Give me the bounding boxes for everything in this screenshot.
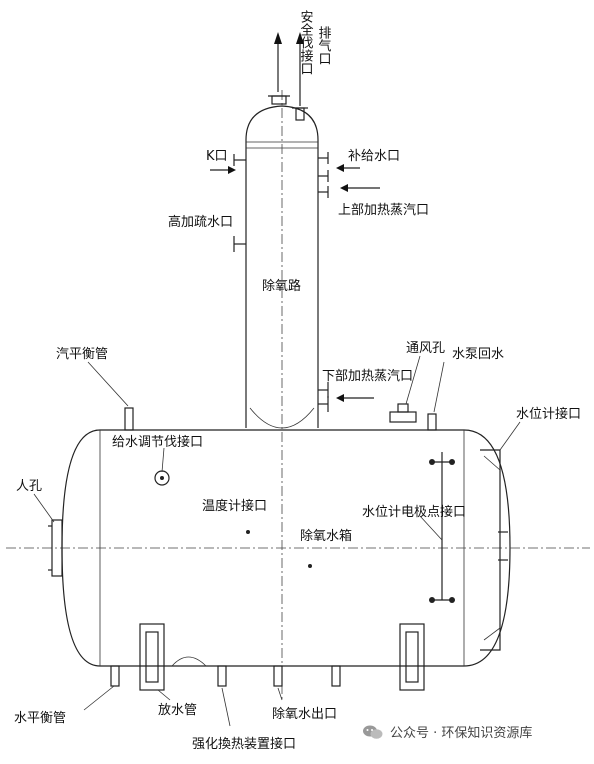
label-steam-balance: 汽平衡管 xyxy=(56,347,108,362)
label-electrode: 水位计电极点接口 xyxy=(362,504,466,520)
water-tank xyxy=(6,403,590,691)
label-drain-pipe: 放水管 xyxy=(158,703,197,718)
label-safety-valve: 安全伐接口 xyxy=(298,10,314,75)
label-makeup-water: 补给水口 xyxy=(348,149,400,164)
label-water-balance: 水平衡管 xyxy=(14,711,66,726)
label-upper-steam: 上部加热蒸汽口 xyxy=(338,203,429,218)
label-k-port: K口 xyxy=(206,149,228,164)
watermark: 公众号 · 环保知识资源库 xyxy=(362,722,532,741)
label-vent-hole: 通风孔 xyxy=(406,341,445,356)
watermark-text: 公众号 · 环保知识资源库 xyxy=(390,726,533,741)
label-heating-device: 强化換热装置接口 xyxy=(192,736,296,752)
label-pump-return: 水泵回水 xyxy=(452,347,504,362)
label-vent: 排气口 xyxy=(316,26,332,65)
label-deaerator: 除氧路 xyxy=(262,278,301,294)
leader-lines xyxy=(33,355,521,727)
deaerator-column xyxy=(233,90,329,700)
label-outlet: 除氧水出口 xyxy=(272,707,337,722)
label-level-gauge: 水位计接口 xyxy=(516,406,581,422)
label-hp-drain: 高加疏水口 xyxy=(168,214,233,230)
flow-arrows xyxy=(210,32,380,402)
label-lower-steam: 下部加热蒸汽口 xyxy=(322,369,413,384)
label-water-tank: 除氧水箱 xyxy=(300,528,352,544)
label-feed-valve: 给水调节伐接口 xyxy=(112,434,203,450)
wechat-icon xyxy=(363,725,383,739)
label-thermometer: 温度计接口 xyxy=(202,498,267,514)
label-manhole: 人孔 xyxy=(16,479,42,494)
labels: 安全伐接口 排气口 K口 补给水口 上部加热蒸汽口 高加疏水口 除氧路 汽平衡管… xyxy=(14,10,581,752)
